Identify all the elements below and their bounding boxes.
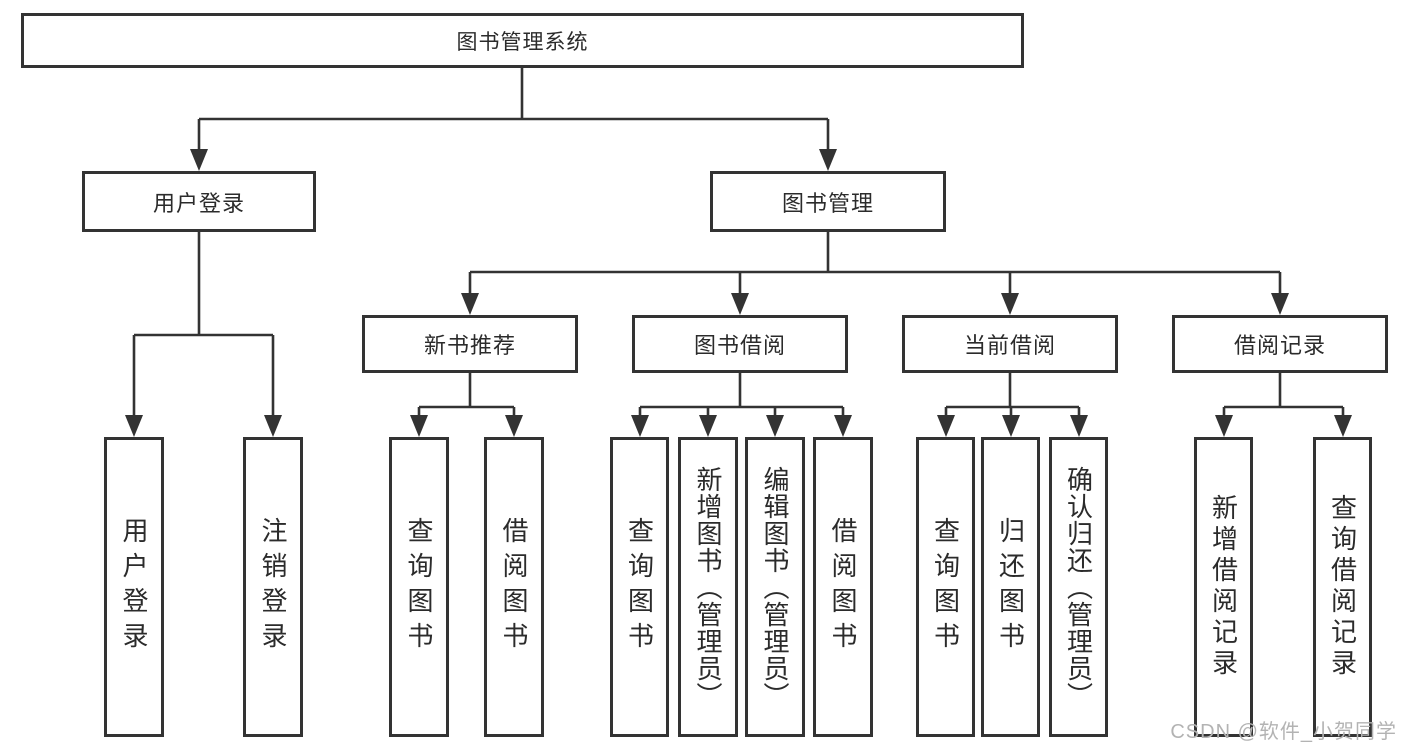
leaf-return-books: 归还图书 — [981, 437, 1040, 737]
connector-user-login-children — [125, 232, 282, 437]
leaf-query-books-3: 查询图书 — [916, 437, 975, 737]
connector-root-to-level2 — [190, 68, 837, 171]
connector-book-borrow-children — [631, 373, 852, 437]
node-new-book-recommendation: 新书推荐 — [362, 315, 578, 373]
leaf-add-books-admin: 新增图书（管理员） — [678, 437, 738, 737]
node-user-login: 用户登录 — [82, 171, 316, 232]
node-borrowing-records: 借阅记录 — [1172, 315, 1388, 373]
leaf-confirm-return-admin: 确认归还（管理员） — [1049, 437, 1108, 737]
node-current-borrowing: 当前借阅 — [902, 315, 1118, 373]
node-root-system: 图书管理系统 — [21, 13, 1024, 68]
leaf-add-borrow-record: 新增借阅记录 — [1194, 437, 1253, 737]
connector-book-mgmt-children — [461, 232, 1289, 315]
leaf-borrow-books-1: 借阅图书 — [484, 437, 544, 737]
leaf-logout: 注销登录 — [243, 437, 303, 737]
csdn-watermark: CSDN @软件_小贺同学 — [1170, 721, 1397, 743]
leaf-query-books-2: 查询图书 — [610, 437, 669, 737]
connector-borrow-records-children — [1215, 373, 1352, 437]
connector-current-borrow-children — [937, 373, 1088, 437]
connector-new-book-rec-children — [410, 373, 523, 437]
leaf-query-borrow-record: 查询借阅记录 — [1313, 437, 1372, 737]
leaf-user-login: 用户登录 — [104, 437, 164, 737]
node-book-borrowing: 图书借阅 — [632, 315, 848, 373]
node-book-management: 图书管理 — [710, 171, 946, 232]
leaf-edit-books-admin: 编辑图书（管理员） — [745, 437, 805, 737]
leaf-query-books-1: 查询图书 — [389, 437, 449, 737]
leaf-borrow-books-2: 借阅图书 — [813, 437, 873, 737]
